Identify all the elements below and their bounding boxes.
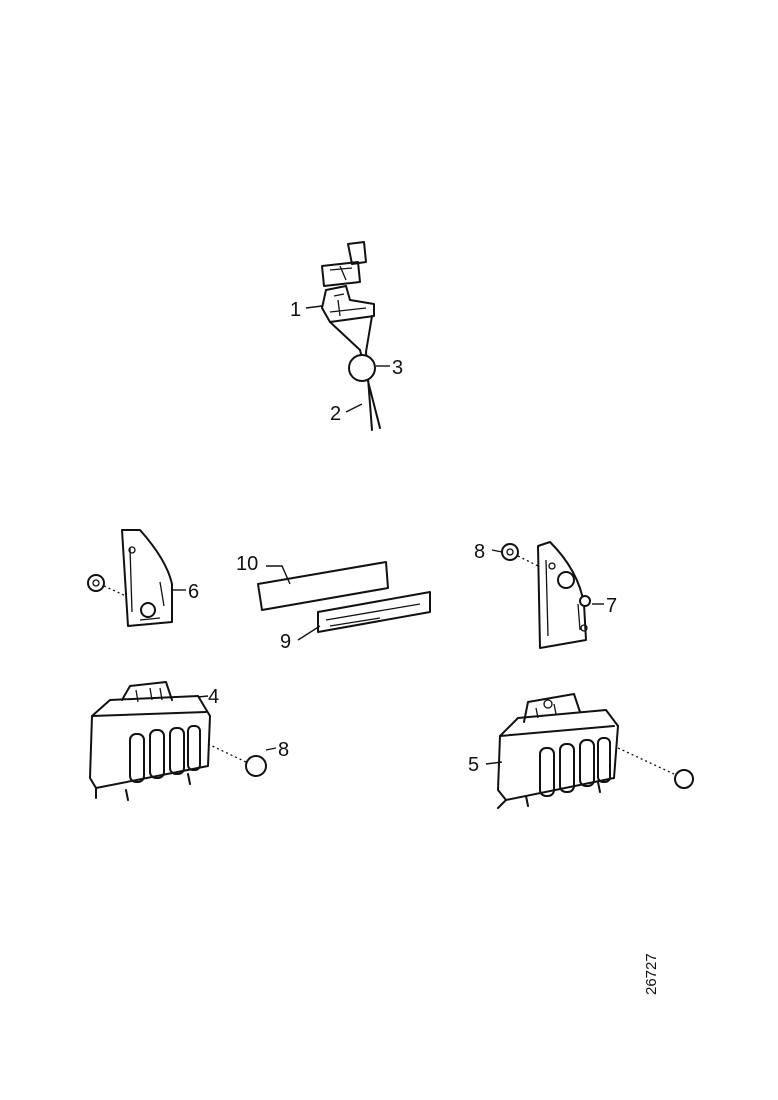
callout-3: 3 [392, 357, 403, 379]
right-grommet-part [674, 769, 694, 789]
screw-part [579, 595, 591, 607]
right-cover-plate [537, 541, 588, 649]
label-strip-lower [317, 591, 431, 633]
callout-9: 9 [280, 631, 291, 653]
left-cover-plate [121, 529, 173, 627]
leader-4 [197, 695, 209, 698]
callout-7: 7 [606, 595, 617, 617]
grommet-part [348, 354, 376, 382]
callout-8-upper: 8 [474, 541, 485, 563]
left-nut-part [87, 574, 105, 592]
callout-6: 6 [188, 581, 199, 603]
right-nut-part [557, 571, 575, 589]
leader-10 [266, 565, 291, 585]
leader-9 [297, 625, 321, 641]
left-nut-hole [92, 579, 100, 587]
label-strip-upper [257, 561, 389, 611]
leader-8a [491, 549, 503, 553]
switch-bracket-assembly [321, 241, 381, 431]
left-switch-housing [89, 681, 211, 801]
leader-2 [345, 403, 363, 413]
leader-5 [485, 761, 503, 765]
drawing-number: 26727 [643, 953, 660, 995]
assembly-line-left-nut [103, 585, 127, 597]
callout-10: 10 [236, 553, 258, 575]
leader-1 [305, 305, 323, 309]
assembly-line-right-grommet [617, 747, 675, 775]
callout-4: 4 [208, 686, 219, 708]
right-switch-housing [497, 693, 619, 809]
leader-8b [265, 747, 277, 751]
callout-2: 2 [330, 403, 341, 425]
callout-8-lower: 8 [278, 739, 289, 761]
callout-1: 1 [290, 299, 301, 321]
nut-part-upper [501, 543, 519, 561]
callout-5: 5 [468, 754, 479, 776]
assembly-line-nut-upper [517, 555, 539, 567]
left-grommet-part [245, 755, 267, 777]
nut-part-upper-hole [506, 548, 514, 556]
assembly-line-left-grommet [207, 743, 247, 763]
